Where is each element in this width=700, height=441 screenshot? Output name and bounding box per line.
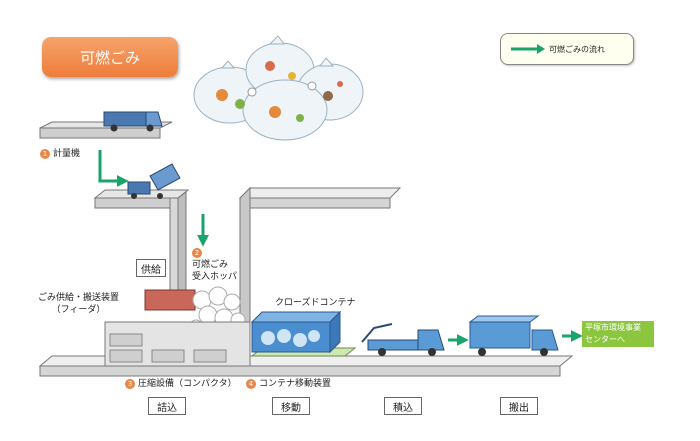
label-feeder: ごみ供給・搬送装置 （フィーダ） [38,292,119,316]
feeder-text-1: ごみ供給・搬送装置 [38,293,120,303]
legend: 可燃ごみの流れ [500,33,634,65]
legend-label: 可燃ごみの流れ [549,44,605,54]
stage-move: 移動 [272,397,310,415]
container-truck-icon [468,315,559,356]
number-badge-3: 3 [125,378,135,389]
legend-arrow-icon [511,44,545,54]
destination-text-2: センターへ [585,335,625,344]
label-supply: 供給 [136,259,166,277]
hopper-text-2: 受入ホッパ [192,272,238,282]
label-hopper: 2 可燃ごみ 受入ホッパ [192,247,237,283]
arm-loader-truck-icon [361,323,445,356]
destination-text-1: 平塚市環境事業 [585,323,641,332]
floor-base [39,365,561,377]
number-badge-4: 4 [246,378,256,389]
flow-arrow [98,150,129,187]
number-badge-1: 1 [40,148,50,159]
garbage-bags-illustration [193,35,364,141]
number-badge-2: 2 [192,247,202,258]
page-title: 可燃ごみ [42,37,178,77]
feeder-text-2: （フィーダ） [51,305,106,315]
compactor-text: 圧縮設備（コンパクタ） [138,379,237,389]
label-container: クローズドコンテナ [275,298,356,308]
stage-haul: 搬出 [500,397,538,415]
stage-pack: 詰込 [148,397,186,415]
destination-badge: 平塚市環境事業 センターへ [582,321,654,347]
truck-on-scale-icon [103,111,163,132]
feeder-block [144,289,196,311]
stage-load: 積込 [384,397,422,415]
mover-text: コンテナ移動装置 [259,379,332,389]
weighing-text: 計量機 [53,149,81,159]
closed-container [250,310,342,354]
hopper-text-1: 可燃ごみ [192,260,229,270]
weighing-scale [39,127,161,139]
dump-truck-icon [127,163,181,199]
